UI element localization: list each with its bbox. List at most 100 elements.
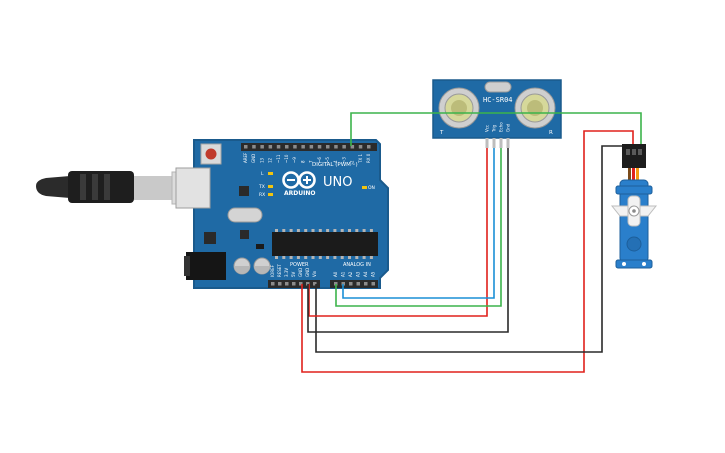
- digital-pin-label: ~10: [284, 154, 289, 163]
- sensor-t-mark: T: [439, 130, 444, 136]
- analog-pin-label: A4: [363, 271, 368, 277]
- digital-pin[interactable]: [268, 145, 273, 149]
- wire-green-echo[interactable]: [335, 148, 502, 307]
- chip-pin: [311, 229, 315, 232]
- sensor-pin[interactable]: [492, 138, 496, 148]
- chip-pin: [369, 229, 373, 232]
- chip-pin: [318, 256, 322, 259]
- analog-pin[interactable]: [341, 282, 346, 286]
- power-pin[interactable]: [285, 282, 289, 286]
- power-pin[interactable]: [299, 282, 303, 286]
- sensor-r-mark: R: [549, 130, 553, 136]
- digital-pin-label: 4: [333, 160, 338, 163]
- tx-led: [268, 185, 273, 188]
- digital-pin[interactable]: [334, 145, 338, 149]
- digital-pin[interactable]: [285, 145, 289, 149]
- digital-label: DIGITAL (PWM~): [312, 162, 358, 168]
- digital-pin[interactable]: [309, 145, 314, 149]
- power-pin-label: 3.3V: [284, 268, 289, 277]
- digital-pin-label: 2: [350, 160, 355, 163]
- analog-pin-label: A1: [341, 271, 346, 277]
- l-label: L: [261, 171, 264, 177]
- servo-lead-red: [632, 168, 635, 182]
- chip-pin: [362, 229, 366, 232]
- power-pin[interactable]: [292, 282, 296, 286]
- digital-pin-label: 8: [300, 160, 305, 163]
- chip-pin: [282, 256, 286, 259]
- chip-pin: [289, 229, 293, 232]
- usb-cable[interactable]: [36, 171, 201, 205]
- sensor-pin[interactable]: [499, 138, 503, 148]
- wire-black-servo[interactable]: [315, 145, 625, 353]
- wire-blue-trig[interactable]: [342, 148, 495, 299]
- chip-pin: [296, 229, 300, 232]
- digital-pin[interactable]: [301, 145, 305, 149]
- transmitter-transducer: [438, 87, 480, 129]
- l-led: [268, 172, 273, 175]
- servo-lead-brown: [628, 168, 631, 182]
- wire-red-sensor[interactable]: [308, 148, 488, 317]
- wire-green-top[interactable]: [350, 112, 642, 146]
- chip-pin: [311, 256, 315, 259]
- sensor-pin[interactable]: [485, 138, 489, 148]
- analog-pin[interactable]: [356, 282, 361, 286]
- wire-black-sensor[interactable]: [307, 148, 509, 333]
- reset-button-cap[interactable]: [205, 148, 217, 160]
- analog-pin[interactable]: [371, 282, 376, 286]
- digital-pin[interactable]: [358, 145, 363, 149]
- digital-pin[interactable]: [326, 145, 330, 149]
- digital-pin[interactable]: [244, 145, 248, 149]
- power-header-pins: [271, 282, 317, 286]
- rx-led: [268, 193, 273, 196]
- chip-pin: [275, 229, 278, 232]
- chip-pin: [326, 256, 330, 259]
- digital-pin[interactable]: [350, 145, 355, 149]
- chip-pin: [304, 229, 308, 232]
- digital-pin[interactable]: [342, 145, 346, 149]
- digital-pin[interactable]: [367, 145, 371, 149]
- sensor-pin-label: Echo: [499, 122, 504, 132]
- digital-pin[interactable]: [317, 145, 322, 149]
- wire-red-servo[interactable]: [301, 130, 634, 373]
- sensor-pins: [485, 138, 510, 148]
- digital-pin[interactable]: [293, 145, 297, 149]
- model-label: UNO: [323, 175, 352, 190]
- digital-pin-label: ~11: [276, 154, 281, 163]
- crystal-oscillator: [227, 207, 263, 223]
- digital-pin[interactable]: [252, 145, 256, 149]
- usb-plug-shell: [134, 176, 172, 200]
- servo-mount-bottom: [615, 259, 653, 269]
- power-pin[interactable]: [313, 282, 317, 286]
- receiver-transducer: [514, 87, 556, 129]
- analog-label: ANALOG IN: [343, 262, 371, 268]
- usb-plug-body: [68, 171, 134, 203]
- logo-right-loop: [298, 171, 316, 189]
- digital-pin-label: RX 0: [366, 153, 371, 163]
- analog-pin[interactable]: [334, 282, 338, 286]
- analog-pin[interactable]: [364, 282, 368, 286]
- analog-header-pins: [334, 282, 375, 286]
- power-pin-label: GND: [305, 268, 310, 277]
- power-pin[interactable]: [278, 282, 282, 286]
- sensor-pin[interactable]: [506, 138, 510, 148]
- digital-pin[interactable]: [260, 145, 264, 149]
- servo-motor[interactable]: [610, 144, 658, 269]
- power-pin-label: IOREF: [270, 264, 275, 277]
- digital-pin[interactable]: [276, 145, 281, 149]
- power-pin[interactable]: [306, 282, 310, 286]
- sensor-pin-label: Trig: [492, 124, 497, 133]
- servo-mount-top: [615, 185, 653, 195]
- servo-connector: [622, 144, 646, 168]
- power-pin-label: Vin: [312, 270, 317, 277]
- digital-pin-label: ~3: [341, 157, 346, 163]
- power-pin[interactable]: [271, 282, 275, 286]
- power-pin-label: GND: [298, 268, 303, 277]
- arduino-logo: [282, 171, 316, 189]
- analog-pin[interactable]: [349, 282, 353, 286]
